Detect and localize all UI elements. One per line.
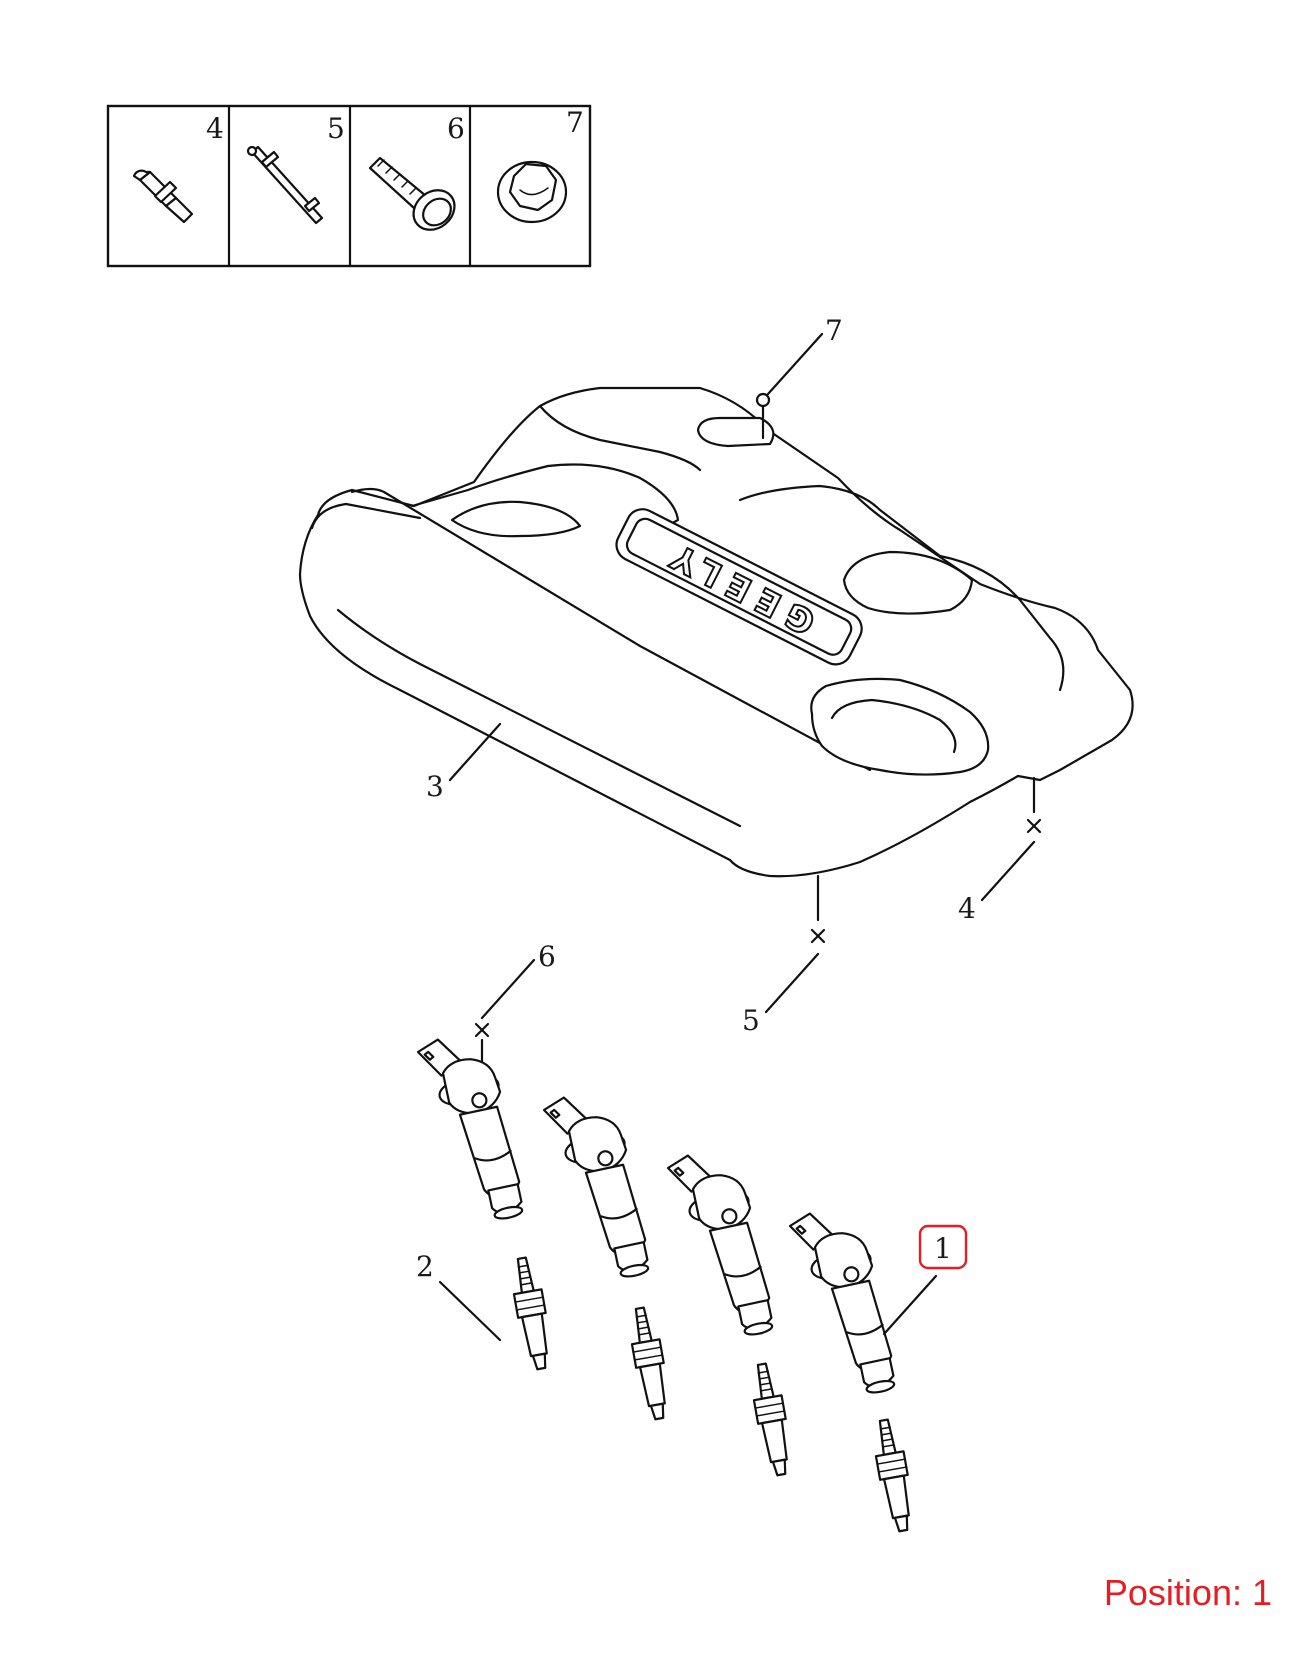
callout-3[interactable]: 3	[426, 722, 502, 803]
legend-cell-6[interactable]: 6	[368, 112, 465, 238]
callout-6-number: 6	[538, 940, 556, 973]
legend-cell-5[interactable]: 5	[246, 112, 345, 225]
ignition-coil-2[interactable]	[541, 1086, 654, 1289]
position-label: Position: 1	[1104, 1572, 1272, 1613]
stud-mount-marker-4	[1026, 818, 1042, 834]
callout-5-number: 5	[742, 1004, 760, 1037]
spark-plug-2[interactable]	[624, 1304, 675, 1423]
callout-4[interactable]: 4	[958, 840, 1036, 925]
engine-cover[interactable]: GEELY	[298, 386, 1134, 878]
callout-2-number: 2	[416, 1250, 434, 1283]
callout-1-number: 1	[934, 1232, 952, 1265]
callout-7-number: 7	[825, 314, 843, 347]
bolt-mount-marker-6	[474, 1022, 490, 1038]
callout-7[interactable]: 7	[766, 314, 843, 396]
callout-4-number: 4	[958, 892, 976, 925]
callout-2[interactable]: 2	[416, 1250, 502, 1342]
legend-label-6: 6	[447, 112, 465, 145]
legend-cell-4[interactable]: 4	[132, 112, 224, 224]
legend-label-4: 4	[206, 112, 224, 145]
cover-outline	[298, 386, 1134, 878]
callout-6[interactable]: 6	[480, 940, 556, 1020]
legend-label-7: 7	[566, 106, 584, 139]
spark-plug-3[interactable]	[746, 1360, 797, 1479]
cover-pocket-right	[842, 550, 974, 615]
ignition-coil-3[interactable]	[665, 1144, 778, 1347]
flange-nut-icon	[496, 160, 568, 224]
spark-plug-4[interactable]	[868, 1416, 919, 1535]
selected-callout-highlight	[918, 1224, 968, 1270]
fastener-legend: 4 5 6	[106, 104, 592, 268]
stud-clip-icon	[132, 169, 194, 224]
long-stud-icon	[246, 145, 324, 225]
flange-bolt-icon	[368, 156, 456, 231]
callout-1[interactable]: 1	[882, 1224, 968, 1336]
spark-plug-1[interactable]	[506, 1254, 557, 1373]
ignition-coil-4[interactable]	[787, 1202, 900, 1405]
nut-mount-marker	[755, 392, 771, 408]
legend-label-5: 5	[327, 112, 345, 145]
stud-mount-marker-5	[810, 928, 826, 944]
callout-5[interactable]: 5	[742, 952, 820, 1037]
legend-cell-7[interactable]: 7	[496, 106, 584, 224]
cover-pocket-left	[450, 500, 582, 538]
callout-3-number: 3	[426, 770, 444, 803]
ignition-coil-1[interactable]	[415, 1028, 528, 1231]
cover-top-slot	[696, 416, 775, 448]
